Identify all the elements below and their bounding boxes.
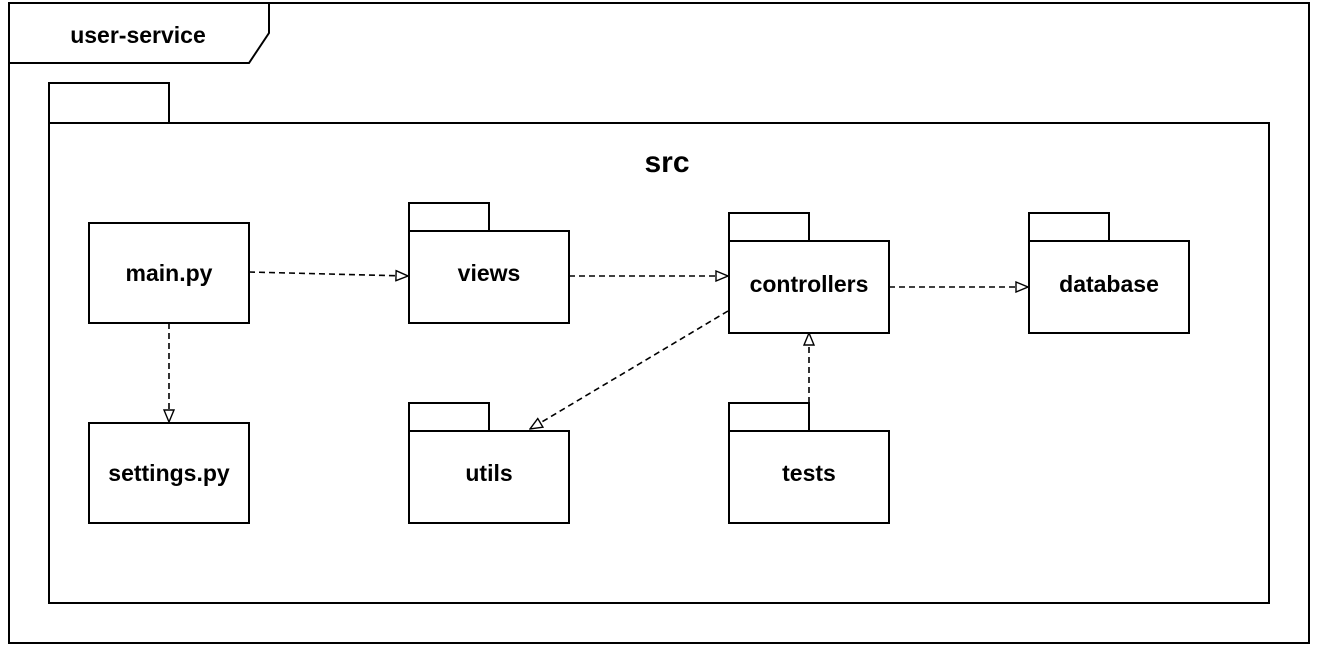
node-settings-py[interactable]: settings.py: [88, 422, 250, 524]
node-settings-py-label: settings.py: [108, 460, 230, 486]
node-main-py-label: main.py: [126, 260, 213, 286]
package-tests-label: tests: [782, 460, 836, 486]
package-tests[interactable]: tests: [728, 402, 890, 524]
package-database[interactable]: database: [1028, 212, 1190, 334]
package-controllers-label: controllers: [750, 271, 869, 297]
package-views[interactable]: views: [408, 202, 570, 324]
edge-main-to-views: [248, 272, 408, 276]
package-src-body: [48, 122, 1270, 604]
package-src[interactable]: src: [48, 82, 1270, 604]
package-src-tab: [48, 82, 170, 124]
package-views-label: views: [458, 260, 521, 286]
package-controllers[interactable]: controllers: [728, 212, 890, 334]
frame-title: user-service: [70, 22, 206, 48]
package-database-label: database: [1059, 271, 1159, 297]
node-main-py[interactable]: main.py: [88, 222, 250, 324]
package-src-title: src: [644, 146, 689, 179]
package-utils-label: utils: [465, 460, 512, 486]
package-utils[interactable]: utils: [408, 402, 570, 524]
edges: [169, 272, 1028, 429]
edge-controllers-to-utils: [530, 310, 729, 429]
